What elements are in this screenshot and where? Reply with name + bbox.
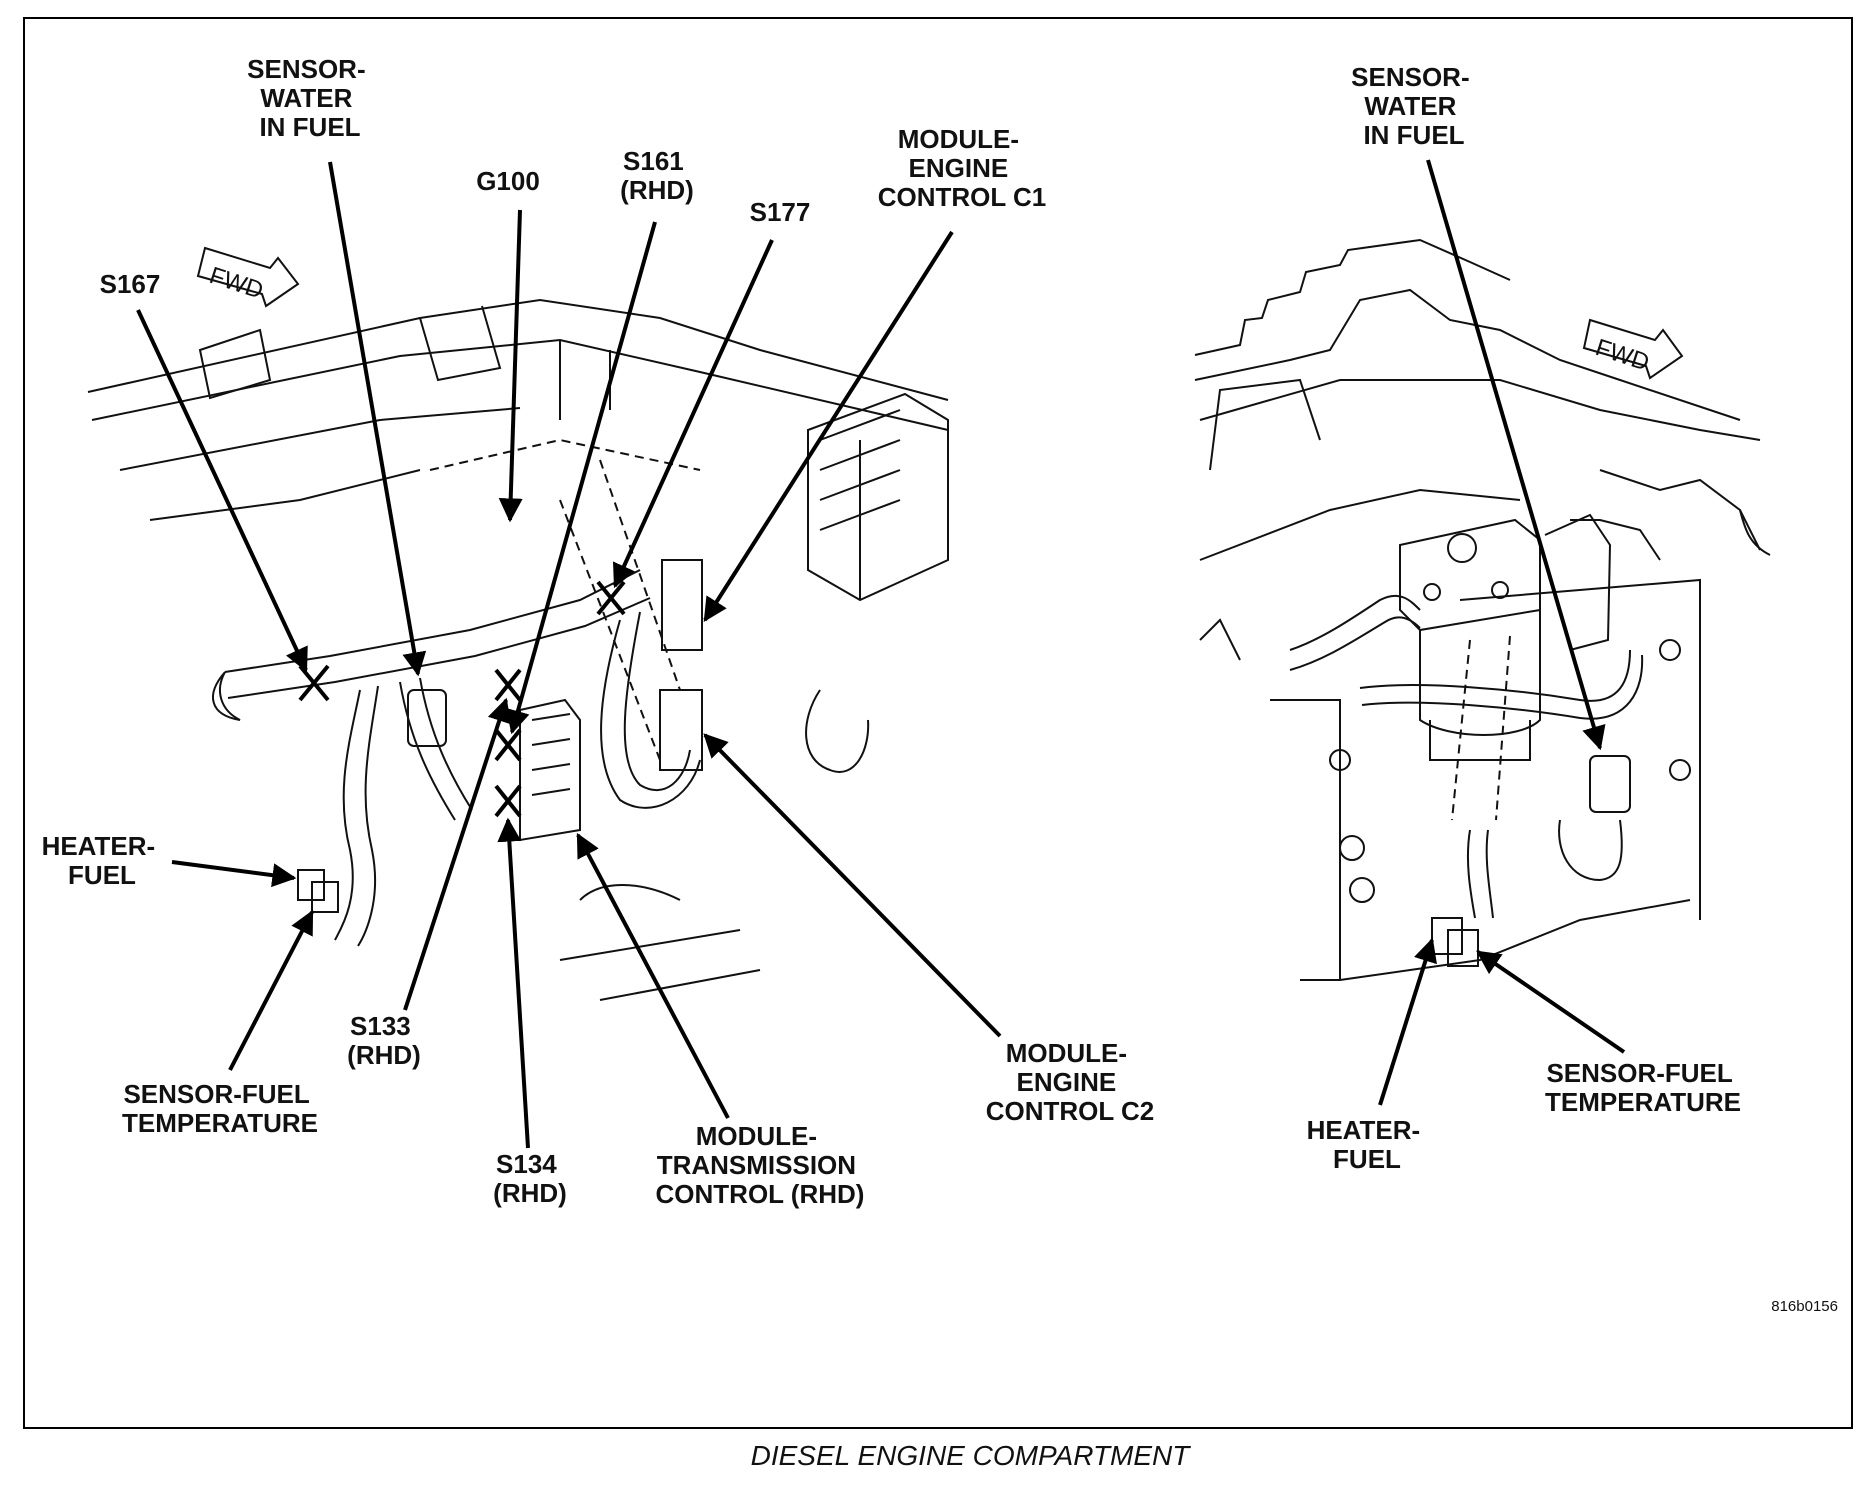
s161-x-mark xyxy=(494,728,522,762)
leader-s167 xyxy=(136,309,308,673)
right-engine-sketch xyxy=(1194,238,1771,981)
label-s133: S133 (RHD) xyxy=(347,1011,421,1070)
label-g100: G100 xyxy=(476,166,540,196)
s133-x-mark xyxy=(494,668,522,702)
label-s161: S161 (RHD) xyxy=(620,146,694,205)
label-ecm-c1: MODULE- ENGINE CONTROL C1 xyxy=(878,124,1047,212)
splice-markers xyxy=(298,580,626,818)
leader-ecm-c2 xyxy=(703,733,1002,1038)
s134-x-mark xyxy=(494,784,522,818)
label-ecm-c2: MODULE- ENGINE CONTROL C2 xyxy=(986,1038,1155,1126)
left-engine-sketch xyxy=(87,298,949,1001)
fwd-label-right: FWD xyxy=(1592,334,1652,377)
figure-caption: DIESEL ENGINE COMPARTMENT xyxy=(751,1440,1192,1471)
leader-heater-fuel-right xyxy=(1378,937,1437,1106)
fwd-label-left: FWD xyxy=(206,262,266,305)
leader-tcm xyxy=(576,832,730,1119)
left-leaders xyxy=(136,161,1002,1149)
figure-id: 816b0156 xyxy=(1771,1298,1838,1315)
label-water-in-fuel-right: SENSOR- WATER IN FUEL xyxy=(1351,62,1477,150)
leader-fuel-temp-right xyxy=(1476,950,1626,1054)
leader-ecm-c1 xyxy=(703,230,954,623)
label-water-in-fuel-left: SENSOR- WATER IN FUEL xyxy=(247,54,373,142)
leader-water-in-fuel-right xyxy=(1426,159,1606,751)
leader-s133 xyxy=(403,697,511,1011)
label-tcm: MODULE- TRANSMISSION CONTROL (RHD) xyxy=(656,1121,865,1209)
label-heater-fuel-left: HEATER- FUEL xyxy=(42,831,163,890)
right-leaders xyxy=(1378,159,1626,1106)
leader-heater-fuel-left xyxy=(171,860,297,888)
label-s177: S177 xyxy=(750,197,811,227)
fwd-arrow-right: FWD xyxy=(1582,318,1684,380)
fwd-arrow-left: FWD xyxy=(196,246,300,308)
leader-g100 xyxy=(498,209,523,523)
leader-s161 xyxy=(506,221,657,735)
label-heater-fuel-right: HEATER- FUEL xyxy=(1307,1115,1428,1174)
leader-water-in-fuel-left xyxy=(328,161,427,677)
left-labels: SENSOR- WATER IN FUEL G100 S161 (RHD) S1… xyxy=(42,54,1155,1209)
label-fuel-temp-left: SENSOR-FUEL TEMPERATURE xyxy=(122,1079,318,1138)
leader-fuel-temp-left xyxy=(228,909,314,1071)
leader-s177 xyxy=(612,239,774,589)
s177-x-mark xyxy=(596,580,626,616)
label-s167: S167 xyxy=(100,269,161,299)
label-s134: S134 (RHD) xyxy=(493,1149,567,1208)
leader-s134 xyxy=(497,817,530,1149)
right-labels: SENSOR- WATER IN FUEL SENSOR-FUEL TEMPER… xyxy=(1307,62,1741,1174)
label-fuel-temp-right: SENSOR-FUEL TEMPERATURE xyxy=(1545,1058,1741,1117)
figure-border xyxy=(23,17,1853,1429)
